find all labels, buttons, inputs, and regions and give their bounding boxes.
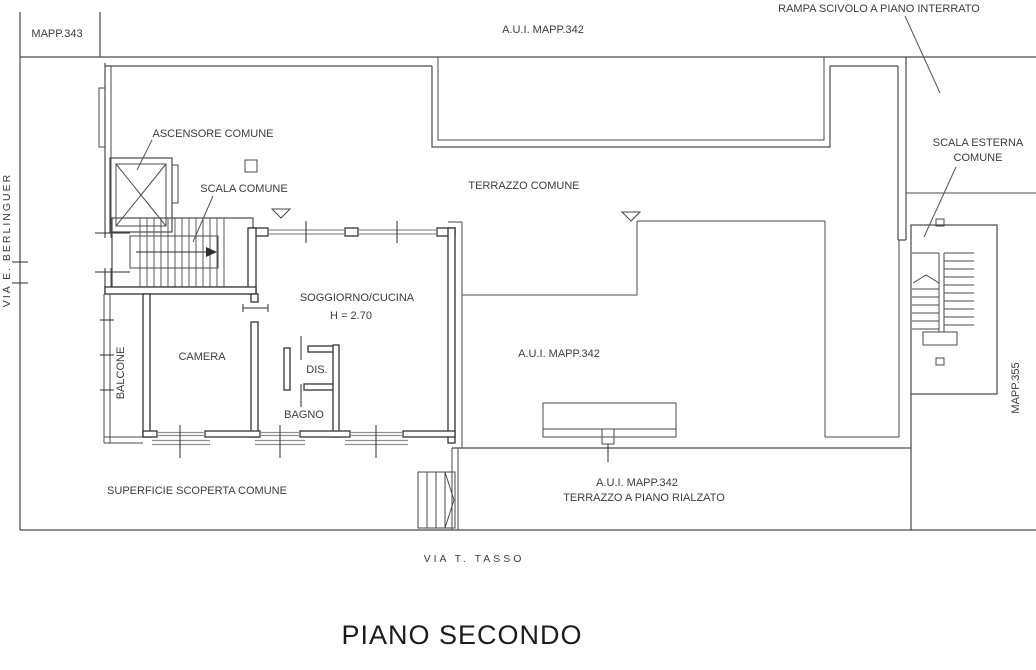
planter bbox=[542, 402, 677, 438]
label-soggiorno-cucina: SOGGIORNO/CUCINA bbox=[300, 292, 415, 304]
leader-rampa bbox=[904, 15, 941, 94]
label-dis: DIS. bbox=[306, 364, 327, 376]
label-aui-strip-line1: A.U.I. MAPP.342 bbox=[596, 477, 678, 489]
terrace-strip bbox=[417, 394, 912, 530]
label-bagno: BAGNO bbox=[284, 409, 324, 421]
label-soggiorno-height: H = 2.70 bbox=[330, 310, 372, 322]
label-aui-center: A.U.I. MAPP.342 bbox=[518, 348, 600, 360]
entry-triangle-right bbox=[620, 211, 642, 222]
camera-door bbox=[242, 304, 269, 312]
terrace-boundary bbox=[448, 220, 900, 448]
window-band-bottom bbox=[152, 425, 408, 458]
leader-ascensore bbox=[136, 139, 153, 171]
window-band-top bbox=[268, 221, 437, 243]
common-staircase bbox=[111, 217, 254, 288]
external-staircase bbox=[910, 218, 998, 395]
plan-title: PIANO SECONDO bbox=[341, 620, 582, 650]
strip-stair bbox=[417, 471, 456, 529]
label-scala-comune: SCALA COMUNE bbox=[200, 183, 287, 195]
label-mapp-355: MAPP.355 bbox=[1010, 362, 1022, 413]
label-scala-esterna-line1: SCALA ESTERNA bbox=[933, 137, 1024, 149]
pillar-marker bbox=[244, 159, 258, 173]
label-ascensore-comune: ASCENSORE COMUNE bbox=[152, 128, 273, 140]
stair-direction-arrow bbox=[136, 247, 217, 257]
label-aui-strip-line2: TERRAZZO A PIANO RIALZATO bbox=[563, 492, 725, 504]
external-stair-treads bbox=[912, 252, 974, 330]
boundary-lines bbox=[12, 12, 1036, 531]
entry-triangle-left bbox=[270, 208, 292, 219]
label-scala-esterna-line2: COMUNE bbox=[954, 152, 1003, 164]
leader-scala-comune bbox=[192, 195, 214, 243]
label-superficie-scoperta: SUPERFICIE SCOPERTA COMUNE bbox=[107, 485, 287, 497]
label-balcone: BALCONE bbox=[115, 347, 127, 400]
label-via-berlinguer: VIA E. BERLINGUER bbox=[1, 173, 13, 307]
balcony-railing bbox=[100, 294, 143, 444]
label-mapp-343: MAPP.343 bbox=[31, 28, 82, 40]
leader-scala-esterna bbox=[923, 166, 957, 238]
labels: MAPP.343 A.U.I. MAPP.342 RAMPA SCIVOLO A… bbox=[1, 3, 1024, 650]
label-via-tasso: VIA T. TASSO bbox=[424, 553, 525, 565]
building-outline bbox=[95, 57, 907, 294]
leader-lines bbox=[136, 15, 957, 243]
label-aui-top: A.U.I. MAPP.342 bbox=[502, 24, 584, 36]
label-camera: CAMERA bbox=[178, 351, 226, 363]
elevator bbox=[109, 157, 179, 233]
entry-markers bbox=[244, 159, 642, 222]
label-rampa-scivolo: RAMPA SCIVOLO A PIANO INTERRATO bbox=[778, 3, 980, 15]
label-terrazzo-comune: TERRAZZO COMUNE bbox=[468, 180, 579, 192]
apartment-walls bbox=[104, 221, 456, 458]
